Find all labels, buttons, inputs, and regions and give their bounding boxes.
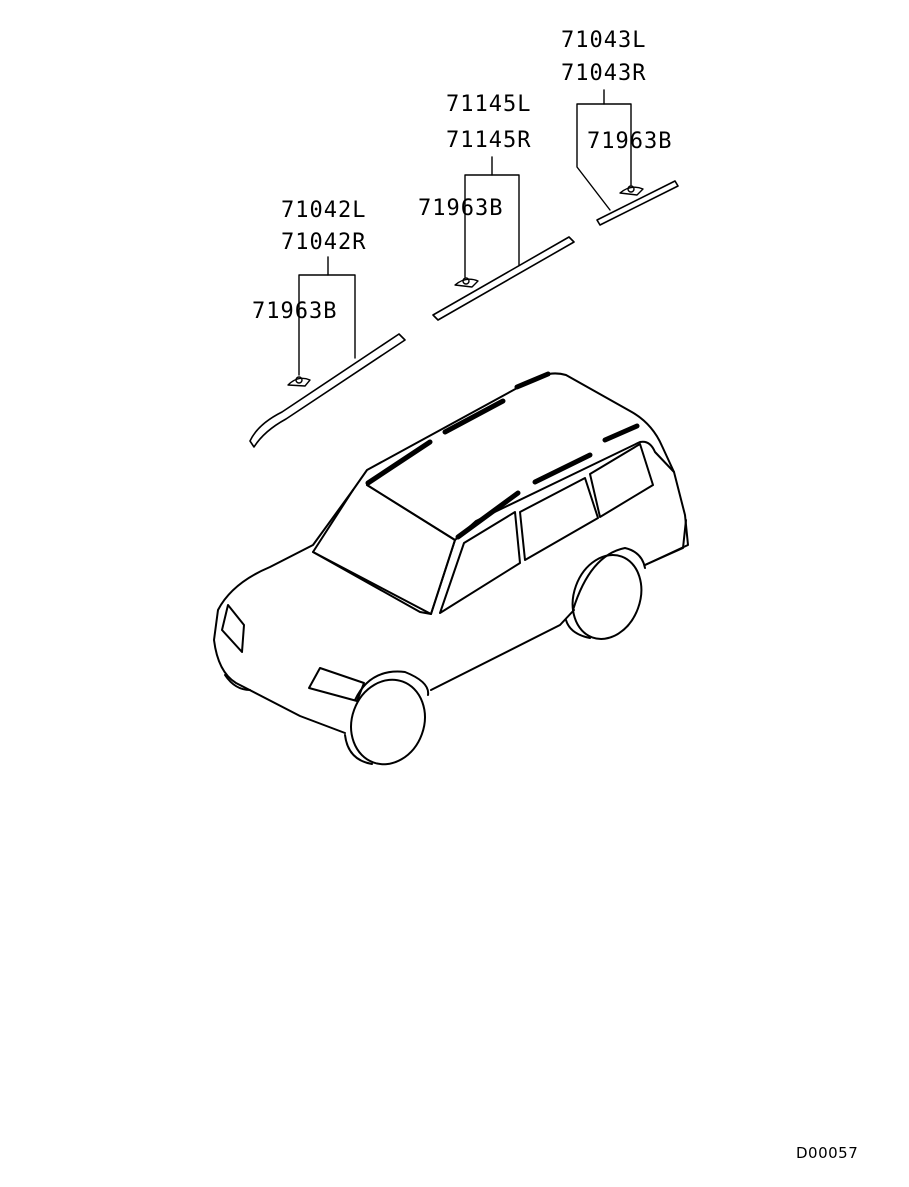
- windshield: [312, 484, 456, 615]
- leader-line-front-moulding: [327, 274, 356, 359]
- car-moulding-rear-right: [602, 423, 640, 443]
- side-body-upper: [430, 440, 689, 615]
- front-wheel-arch: [354, 670, 430, 701]
- bumper-lower: [224, 674, 251, 691]
- car-moulding-front-right: [455, 490, 521, 540]
- car-moulding-rear-left: [514, 371, 551, 390]
- front-moulding-group: [249, 256, 406, 448]
- hood-line: [312, 551, 432, 615]
- side-lower-line: [430, 609, 575, 691]
- clip-middle-hole: [462, 277, 470, 285]
- roof-moulding-front: [249, 333, 406, 448]
- front-door-window: [439, 511, 521, 614]
- rear-corner: [644, 519, 687, 566]
- leader-line-middle-moulding: [491, 174, 520, 266]
- rear-wheel-arch: [572, 547, 646, 611]
- leader-line-rear-clip: [603, 103, 632, 186]
- rear-tire-inner: [565, 619, 591, 639]
- vehicle-outline: [213, 371, 689, 766]
- part-number-71042l: 71042L: [281, 198, 366, 223]
- clip-rear-hole: [627, 185, 635, 193]
- rear-moulding-group: [576, 89, 679, 226]
- car-moulding-front-left: [365, 439, 433, 486]
- quarter-window: [589, 443, 654, 518]
- roof-moulding-middle: [432, 236, 575, 321]
- clip-front: [287, 377, 311, 387]
- clip-front-hole: [295, 376, 303, 384]
- leader-line-front-clip: [298, 256, 329, 376]
- front-wheel: [350, 678, 426, 766]
- middle-moulding-group: [432, 156, 575, 321]
- windshield-top-edge: [366, 484, 456, 541]
- rear-wheel: [571, 554, 643, 640]
- headlamp-left: [221, 604, 245, 653]
- clip-number-front: 71963B: [252, 299, 337, 324]
- front-tire-inner: [344, 734, 373, 765]
- roof-moulding-rear: [596, 180, 679, 226]
- part-number-71043l: 71043L: [561, 28, 646, 53]
- part-number-71145r: 71145R: [446, 128, 531, 153]
- car-moulding-middle-left: [442, 398, 506, 435]
- clip-rear: [619, 186, 644, 196]
- part-number-71043r: 71043R: [561, 61, 646, 86]
- clip-number-rear: 71963B: [587, 129, 672, 154]
- diagram-code: D00057: [796, 1144, 858, 1162]
- car-moulding-middle-right: [532, 452, 593, 485]
- clip-number-middle: 71963B: [418, 196, 503, 221]
- clip-middle: [454, 278, 479, 288]
- leader-line-middle-clip: [464, 156, 493, 278]
- leader-line-rear-moulding: [576, 89, 611, 211]
- rear-door-window: [519, 477, 599, 561]
- headlamp-right: [308, 667, 365, 702]
- hood-outline: [213, 489, 354, 734]
- part-number-71145l: 71145L: [446, 92, 531, 117]
- part-number-71042r: 71042R: [281, 230, 366, 255]
